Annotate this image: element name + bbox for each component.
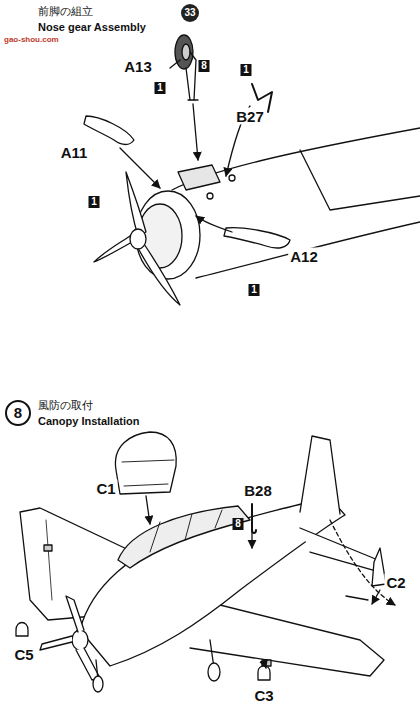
heading-en: Canopy Installation [38, 416, 139, 427]
part-name: B28 [242, 482, 274, 499]
part-name: C1 [94, 480, 117, 497]
part-name: C2 [384, 574, 407, 591]
part-name: A13 [122, 58, 154, 75]
part-name: B27 [234, 108, 266, 125]
callout-number: 1 [241, 64, 252, 76]
part-name: A11 [59, 144, 90, 161]
heading-jp: 風防の取付 [38, 400, 93, 411]
part-name: C3 [252, 687, 275, 704]
step-number: 8 [5, 400, 31, 426]
callout-number: 33 [181, 4, 199, 22]
watermark: gao-shou.com [4, 36, 59, 44]
heading-en: Nose gear Assembly [38, 22, 146, 33]
callout-number: 8 [233, 518, 244, 530]
callout-number: 8 [199, 60, 210, 72]
callout-number: 1 [249, 284, 260, 296]
callout-number: 1 [89, 196, 100, 208]
part-name: C5 [12, 646, 35, 663]
callout-number: 1 [155, 82, 166, 94]
heading-jp: 前脚の組立 [38, 6, 93, 17]
part-name: A12 [288, 248, 320, 265]
